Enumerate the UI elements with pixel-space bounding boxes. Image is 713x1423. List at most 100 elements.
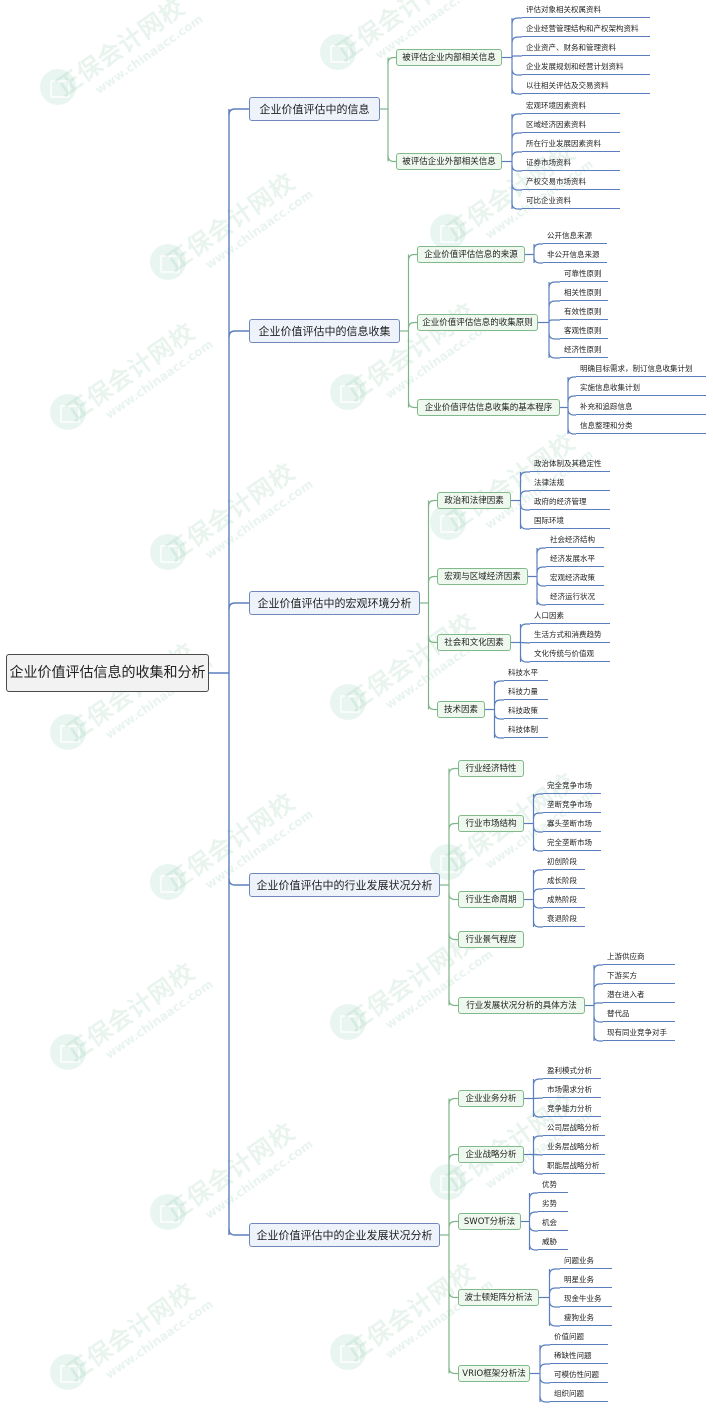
connector-line (427, 703, 437, 711)
leaf-topic: 经济发展水平 (546, 553, 604, 567)
subtopic: 企业价值评估信息的收集原则 (417, 314, 538, 331)
leaf-topic: 区域经济因素资料 (522, 119, 620, 133)
connector-line (593, 964, 603, 972)
leaf-topic: 生活方式和消费趋势 (530, 629, 610, 643)
connector-line (407, 401, 417, 409)
connector-line (539, 1376, 550, 1384)
connector-line (532, 825, 543, 833)
connector-line (493, 680, 504, 688)
subtopic: 波士顿矩阵分析法 (458, 1289, 539, 1306)
connector-line (536, 547, 546, 555)
connector-line (593, 983, 603, 991)
leaf-topic: 人口因素 (530, 610, 610, 624)
connector-line (532, 901, 543, 909)
subtopic: 技术因素 (437, 701, 485, 718)
leaf-topic: 组织问题 (550, 1388, 608, 1402)
leaf-topic: 竞争能力分析 (543, 1103, 601, 1117)
leaf-topic: 垄断竞争市场 (543, 799, 601, 813)
leaf-topic: 所在行业发展因素资料 (522, 138, 620, 152)
connector-line (548, 1268, 560, 1276)
subtopic: VRIO框架分析法 (458, 1365, 530, 1382)
connector-line (493, 699, 504, 707)
connector-line (532, 1110, 543, 1118)
leaf-topic: 科技水平 (504, 667, 548, 681)
leaf-topic: 潜在进入者 (603, 989, 675, 1003)
leaf-topic: 价值问题 (550, 1331, 608, 1345)
leaf-topic: 公开信息来源 (543, 230, 607, 244)
connector-line (387, 56, 396, 64)
subtopic: 被评估企业内部相关信息 (396, 49, 502, 66)
leaf-topic: 可模仿性问题 (550, 1369, 608, 1383)
leaf-topic: 经济运行状况 (546, 591, 604, 605)
connector-line (519, 623, 530, 631)
connector-line (427, 499, 437, 507)
connector-line (520, 641, 531, 644)
connector-line (387, 155, 396, 163)
leaf-topic: 完全竞争市场 (543, 780, 601, 794)
leaf-topic: 明确目标需求，制订信息收集计划 (576, 363, 706, 377)
leaf-topic: 替代品 (603, 1008, 675, 1022)
connector-line (511, 68, 522, 76)
connector-line (532, 812, 543, 820)
connector-line (448, 767, 458, 775)
leaf-topic: 明星业务 (560, 1274, 612, 1288)
connector-line (539, 1395, 550, 1403)
leaf-topic: 初创阶段 (543, 856, 585, 870)
connector-line (511, 17, 522, 25)
subtopic: 行业经济特性 (458, 760, 524, 777)
connector-line (539, 1344, 550, 1352)
connector-line (511, 202, 522, 210)
connector-line (528, 1192, 538, 1200)
subtopic: 社会和文化因素 (437, 634, 511, 651)
connector-line (493, 712, 504, 720)
leaf-topic: 寡头垄断市场 (543, 818, 601, 832)
leaf-topic: 企业发展规划和经营计划资料 (522, 61, 650, 75)
connector-line (511, 183, 522, 191)
leaf-topic: 业务层战略分析 (543, 1141, 605, 1155)
leaf-topic: 科技体制 (504, 724, 548, 738)
leaf-topic: 科技政策 (504, 705, 548, 719)
leaf-topic: 可比企业资料 (522, 195, 620, 209)
leaf-topic: 职能层战略分析 (543, 1160, 605, 1174)
connector-line (228, 330, 249, 338)
leaf-topic: 稀缺性问题 (550, 1350, 608, 1364)
connector-line (532, 1135, 543, 1143)
leaf-topic: 劣势 (538, 1198, 568, 1212)
leaf-topic: 文化传统与价值观 (530, 648, 610, 662)
subtopic: 企业价值评估信息收集的基本程序 (417, 399, 560, 416)
connector-line (228, 108, 249, 116)
leaf-topic: 完全垄断市场 (543, 837, 601, 851)
connector-line (567, 427, 576, 435)
root-topic: 企业价值评估信息的收集和分析 (6, 654, 209, 692)
branch-topic: 企业价值评估中的企业发展状况分析 (249, 1223, 440, 1247)
leaf-topic: 政治体制及其稳定性 (530, 458, 610, 472)
leaf-topic: 现有同业竞争对手 (603, 1027, 675, 1041)
connector-line (548, 1287, 560, 1295)
leaf-topic: 优势 (538, 1179, 568, 1193)
leaf-topic: 以往相关评估及交易资料 (522, 80, 650, 94)
leaf-topic: 宏观经济政策 (546, 572, 604, 586)
connector-line (548, 300, 560, 308)
leaf-topic: 宏观环境因素资料 (522, 100, 620, 114)
leaf-topic: 经济性原则 (560, 344, 608, 358)
connector-line (593, 1015, 603, 1023)
connector-line (427, 575, 437, 583)
leaf-topic: 非公开信息来源 (543, 249, 607, 263)
leaf-topic: 公司层战略分析 (543, 1122, 605, 1136)
leaf-topic: 科技力量 (504, 686, 548, 700)
leaf-topic: 产权交易市场资料 (522, 176, 620, 190)
leaf-topic: 国际环境 (530, 515, 610, 529)
leaf-topic: 社会经济结构 (546, 534, 604, 548)
connector-line (593, 1034, 603, 1042)
connector-line (548, 319, 560, 323)
leaf-topic: 瘦狗业务 (560, 1312, 612, 1326)
connector-line (448, 822, 458, 830)
connector-line (532, 844, 543, 852)
connector-line (567, 395, 576, 403)
leaf-topic: 信息整理和分类 (576, 420, 706, 434)
connector-line (519, 490, 530, 498)
connector-line (448, 1220, 458, 1228)
connector-line (532, 888, 543, 896)
connector-line (228, 1228, 249, 1236)
